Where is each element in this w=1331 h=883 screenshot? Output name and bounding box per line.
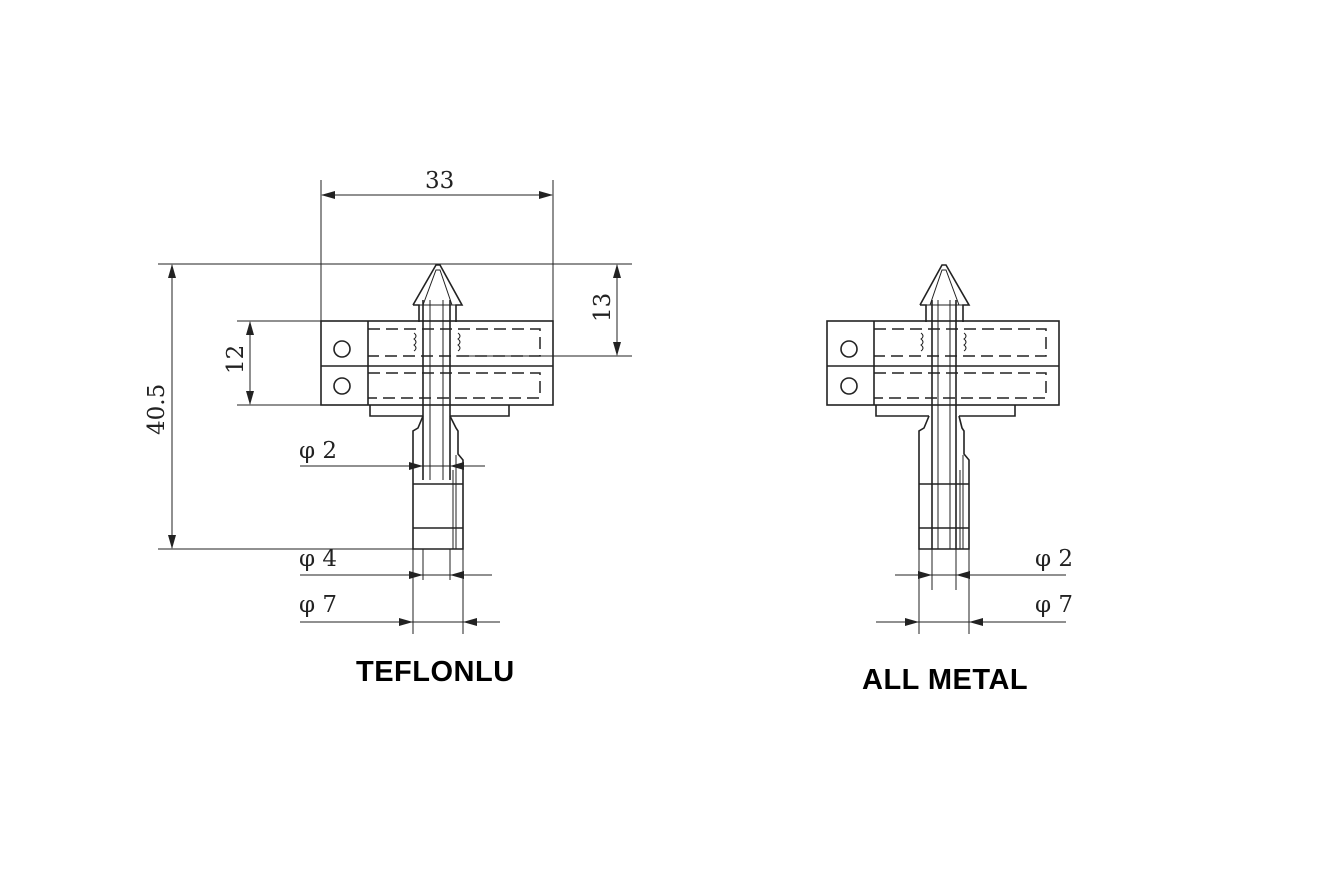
nozzle-tip (412, 264, 464, 322)
hotend-all-metal: φ 2 φ 7 (826, 264, 1073, 634)
dim-height-13: 13 (590, 293, 616, 322)
nozzle-tip (919, 264, 971, 322)
dim-height-12: 12 (223, 345, 249, 374)
dim-dia-4-left: φ 4 (299, 546, 337, 572)
heatsink (918, 415, 970, 550)
dim-dia-7-left: φ 7 (299, 592, 337, 618)
screw-icon (333, 340, 351, 358)
caption-teflonlu: TEFLONLU (356, 656, 515, 688)
base-plate (369, 405, 510, 417)
base-plate (875, 405, 1016, 417)
screw-icon (333, 377, 351, 395)
dim-dia-7-right: φ 7 (1035, 592, 1073, 618)
screw-icon (840, 340, 858, 358)
dim-width-33: 33 (425, 168, 454, 194)
caption-all-metal: ALL METAL (862, 664, 1029, 696)
heater-block (320, 320, 554, 406)
dim-height-40-5: 40.5 (144, 384, 170, 435)
hotend-teflonlu: 33 40.5 12 13 φ 2 φ 4 φ 7 (144, 168, 632, 634)
heater-block (826, 320, 1060, 406)
screw-icon (840, 377, 858, 395)
dim-dia-2-left: φ 2 (299, 438, 337, 464)
heatsink (412, 415, 464, 550)
dim-dia-2-right: φ 2 (1035, 546, 1073, 572)
